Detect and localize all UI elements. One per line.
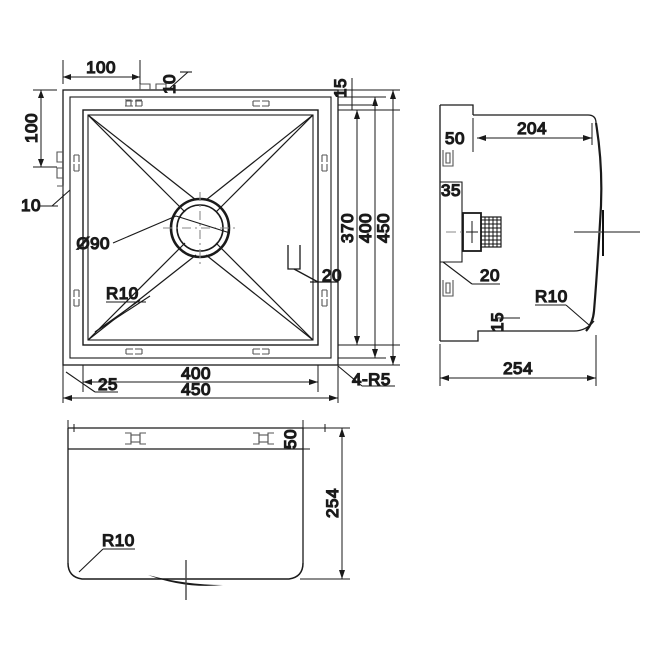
dim-side-radius-leader	[535, 304, 590, 326]
front-view: 50 R10 254	[67, 420, 350, 600]
dim-label-front-overall-height: 254	[323, 488, 342, 518]
plan-inner-rim	[69, 96, 332, 359]
side-mounting-clips	[442, 150, 454, 297]
dim-plan-corner-note-leader	[337, 365, 395, 387]
side-view: 50 204 35 20 R10 15	[439, 104, 640, 386]
dim-front-radius-leader	[78, 548, 135, 573]
dim-label-rim-corner: 25	[98, 375, 118, 394]
plan-top-step-detail	[139, 83, 167, 90]
dim-label-bowl-corner-radius: R10	[106, 284, 139, 303]
dim-label-rim-thickness-top: 10	[160, 74, 179, 94]
dim-label-corner-note: 4-R5	[352, 370, 391, 389]
dim-label-inner-height: 400	[356, 213, 375, 243]
dim-front-overall-height	[300, 427, 350, 580]
dim-side-base-step	[496, 317, 520, 332]
side-top-flange	[440, 104, 474, 115]
plan-left-step-detail	[56, 151, 64, 194]
plan-radius-leader	[94, 295, 151, 333]
side-drain-fitting	[462, 212, 502, 252]
dim-label-side-base-step: 15	[488, 312, 507, 332]
dim-side-overflow-leader	[442, 261, 500, 285]
dim-label-rim-thickness-left: 10	[21, 196, 41, 215]
side-top-edge	[473, 114, 597, 124]
plan-bowl-slope-lines	[87, 114, 314, 341]
dim-label-bowl-height: 370	[338, 213, 357, 243]
dim-plan-horizontal-group	[62, 365, 339, 403]
side-bottom-step	[440, 330, 496, 342]
dim-label-clip-offset-left: 100	[22, 113, 41, 143]
dim-plan-clip-offset-top	[62, 60, 141, 84]
dim-label-side-inner-depth: 204	[517, 119, 547, 138]
dim-side-flange	[439, 118, 474, 152]
dim-label-drain-diameter: Ø90	[76, 234, 110, 253]
plan-drain-leader	[112, 215, 231, 244]
dim-label-bowl-width: 400	[181, 364, 211, 383]
dim-label-side-overflow: 20	[480, 266, 500, 285]
dim-label-clip-offset-top: 100	[86, 58, 116, 77]
plan-bowl-bottom	[87, 114, 314, 341]
dim-label-front-corner-radius: R10	[102, 531, 135, 550]
dim-plan-clip-offset-left	[33, 89, 57, 168]
plan-outer-rim	[62, 89, 339, 366]
dim-side-inner-depth	[477, 123, 593, 145]
dim-label-overall-height: 450	[374, 213, 393, 243]
dim-label-front-rim-band: 50	[281, 429, 300, 449]
dim-label-side-upper-offset: 35	[441, 181, 461, 200]
plan-drain-centerlines	[163, 192, 238, 265]
plan-view: 100 10 100 10 Ø90 R10 20 15	[20, 57, 400, 403]
plan-mounting-clips	[73, 99, 328, 355]
dim-label-overall-width: 450	[181, 380, 211, 399]
dim-label-overflow-depth: 20	[322, 266, 342, 285]
dim-label-side-flange: 50	[445, 129, 465, 148]
dim-plan-vertical-group	[338, 89, 400, 366]
plan-left-step-leader	[38, 189, 71, 207]
side-center-cross	[574, 210, 640, 256]
side-back-profile	[585, 122, 603, 332]
plan-overflow-symbol	[287, 245, 338, 283]
dim-label-rim-edge-top: 15	[331, 78, 350, 98]
front-mounting-clips	[125, 432, 274, 445]
dim-label-side-overall-depth: 254	[503, 359, 533, 378]
dim-side-overall-depth	[439, 335, 597, 386]
dim-plan-rim-corner-leader	[65, 371, 118, 393]
side-inner-step-lower	[440, 192, 463, 263]
plan-bowl-opening	[82, 109, 319, 346]
side-inner-step-upper	[440, 181, 463, 192]
plan-top-step-leader	[169, 71, 192, 89]
dim-label-side-base-radius: R10	[535, 287, 568, 306]
